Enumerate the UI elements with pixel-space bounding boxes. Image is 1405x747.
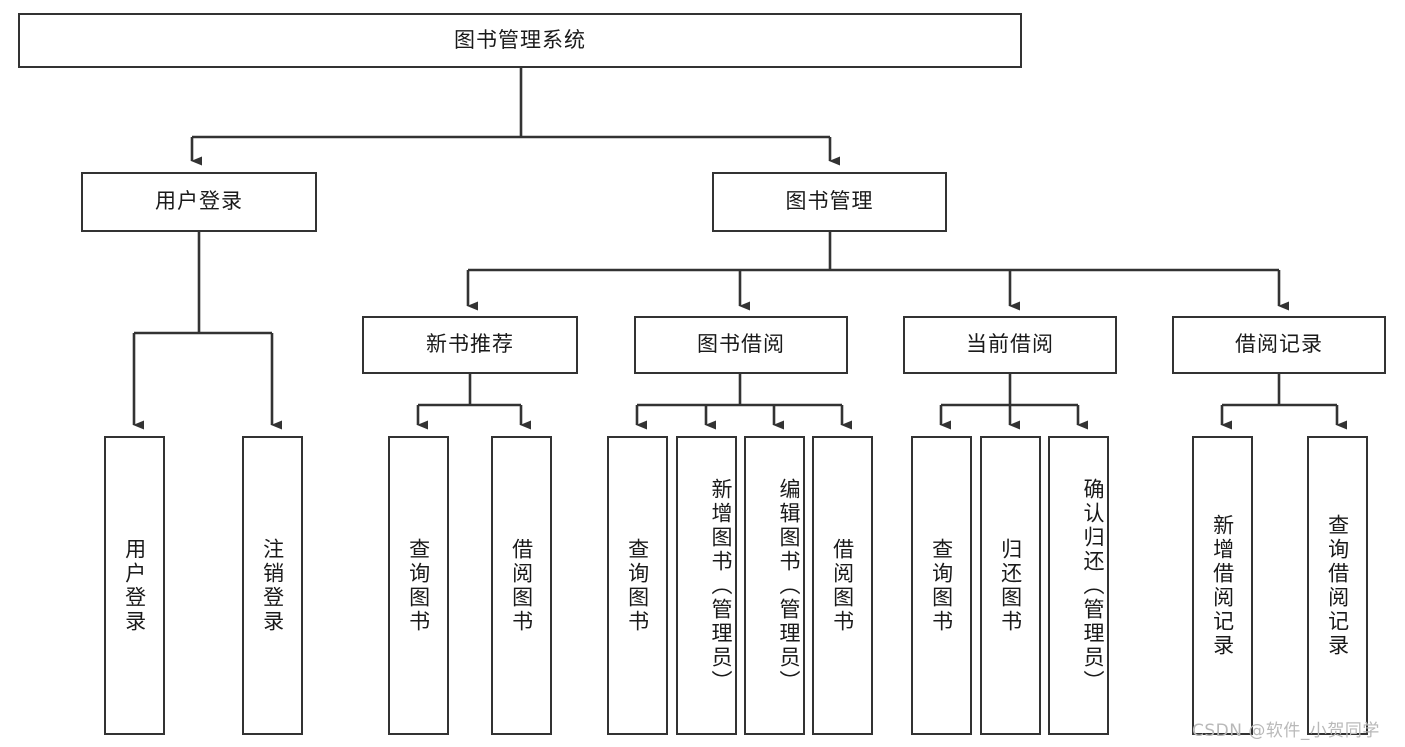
leaf-current-query-books[interactable]: 查询图书 — [911, 436, 972, 735]
leaf-new-book-borrow-books[interactable]: 借阅图书 — [491, 436, 552, 735]
leaf-borrow-borrow-books[interactable]: 借阅图书 — [812, 436, 873, 735]
node-user-login[interactable]: 用户登录 — [81, 172, 317, 232]
leaf-new-book-query-books[interactable]: 查询图书 — [388, 436, 449, 735]
leaf-user-login-login[interactable]: 用户登录 — [104, 436, 165, 735]
node-current-borrowing[interactable]: 当前借阅 — [903, 316, 1117, 374]
leaf-records-add-record[interactable]: 新增借阅记录 — [1192, 436, 1253, 735]
node-book-management[interactable]: 图书管理 — [712, 172, 947, 232]
leaf-current-confirm-return-admin[interactable]: 确认归还（管理员） — [1048, 436, 1109, 735]
leaf-user-login-logout[interactable]: 注销登录 — [242, 436, 303, 735]
node-book-borrowing[interactable]: 图书借阅 — [634, 316, 848, 374]
leaf-borrow-add-book-admin[interactable]: 新增图书（管理员） — [676, 436, 737, 735]
node-root-book-management-system[interactable]: 图书管理系统 — [18, 13, 1022, 68]
node-new-book-recommendation[interactable]: 新书推荐 — [362, 316, 578, 374]
node-borrowing-records[interactable]: 借阅记录 — [1172, 316, 1386, 374]
leaf-borrow-edit-book-admin[interactable]: 编辑图书（管理员） — [744, 436, 805, 735]
leaf-current-return-books[interactable]: 归还图书 — [980, 436, 1041, 735]
leaf-records-query-record[interactable]: 查询借阅记录 — [1307, 436, 1368, 735]
leaf-borrow-query-books[interactable]: 查询图书 — [607, 436, 668, 735]
